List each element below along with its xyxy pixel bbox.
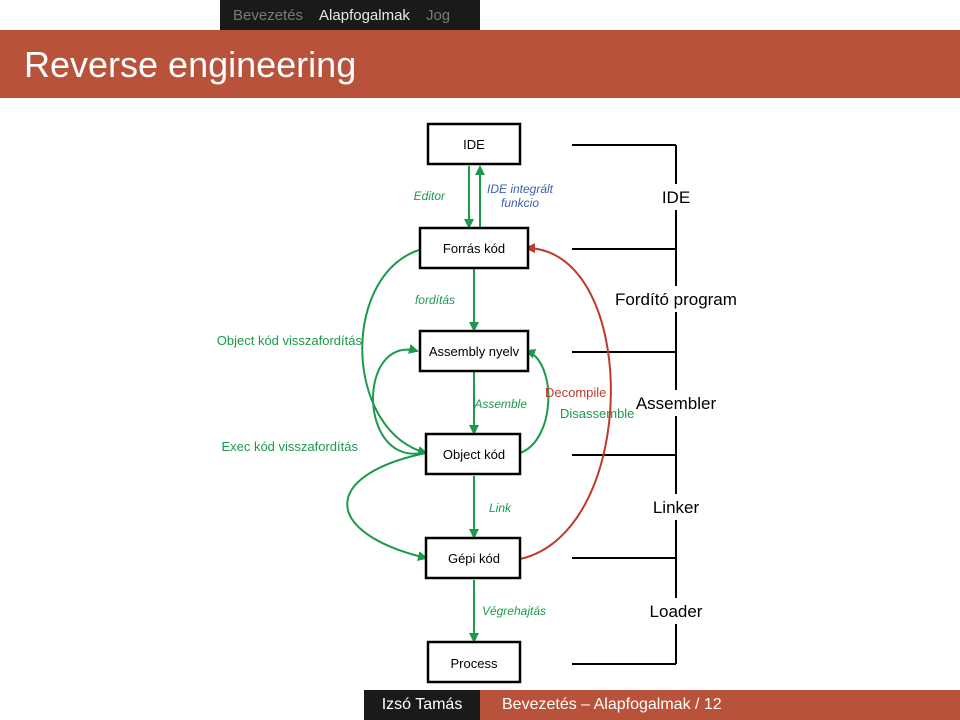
tool-label-loader: Loader <box>650 602 703 621</box>
page-title: Reverse engineering <box>24 44 357 85</box>
nav-item-bevezetes[interactable]: Bevezetés <box>233 6 304 24</box>
tool-label-assembler: Assembler <box>636 394 717 413</box>
nav-bar: Bevezetés Alapfogalmak Jog <box>220 0 480 30</box>
flow-diagram: IDE Forrás kód Assembly nyelv Object kód… <box>217 122 748 684</box>
label-exec-visszaforditas: Exec kód visszafordítás <box>221 439 358 454</box>
tool-label-linker: Linker <box>653 498 700 517</box>
nav-item-jog[interactable]: Jog <box>425 6 451 24</box>
box-forras-kod: Forrás kód <box>418 226 530 270</box>
box-ide: IDE <box>426 122 522 166</box>
label-vegrehajtas: Végrehajtás <box>482 604 546 618</box>
label-funkcio: funkcio <box>501 196 539 210</box>
box-ide-label: IDE <box>463 137 485 152</box>
box-assembly-nyelv-label: Assembly nyelv <box>429 344 520 359</box>
top-navigation: Bevezetés Alapfogalmak Jog <box>0 0 960 30</box>
tool-label-fordito-program: Fordító program <box>615 290 737 309</box>
box-assembly-nyelv: Assembly nyelv <box>418 329 530 373</box>
box-gepi-kod: Gépi kód <box>424 536 522 580</box>
label-assemble: Assemble <box>473 397 527 411</box>
footer-author: Izsó Tamás <box>364 690 480 720</box>
box-object-kod: Object kód <box>424 432 522 476</box>
label-editor: Editor <box>414 189 446 203</box>
box-forras-kod-label: Forrás kód <box>443 241 505 256</box>
footer: Izsó Tamás Bevezetés – Alapfogalmak / 12 <box>0 690 960 720</box>
title-bar: Reverse engineering <box>0 30 960 98</box>
label-decompile: Decompile <box>545 385 606 400</box>
label-ide-integralt: IDE integrált <box>487 182 554 196</box>
nav-item-alapfogalmak[interactable]: Alapfogalmak <box>319 6 410 24</box>
reverse-arrows <box>346 243 612 561</box>
label-disassemble: Disassemble <box>560 406 634 421</box>
tool-label-ide: IDE <box>662 188 690 207</box>
footer-section: Bevezetés – Alapfogalmak / 12 <box>480 690 960 720</box>
forward-arrows <box>464 165 485 643</box>
box-process-label: Process <box>451 656 498 671</box>
label-forditas: fordítás <box>415 293 455 307</box>
box-process: Process <box>426 640 522 684</box>
label-link: Link <box>489 501 512 515</box>
box-object-kod-label: Object kód <box>443 447 505 462</box>
label-object-visszaforditas: Object kód visszafordítás <box>217 333 363 348</box>
tool-bracket <box>572 144 748 665</box>
box-gepi-kod-label: Gépi kód <box>448 551 500 566</box>
